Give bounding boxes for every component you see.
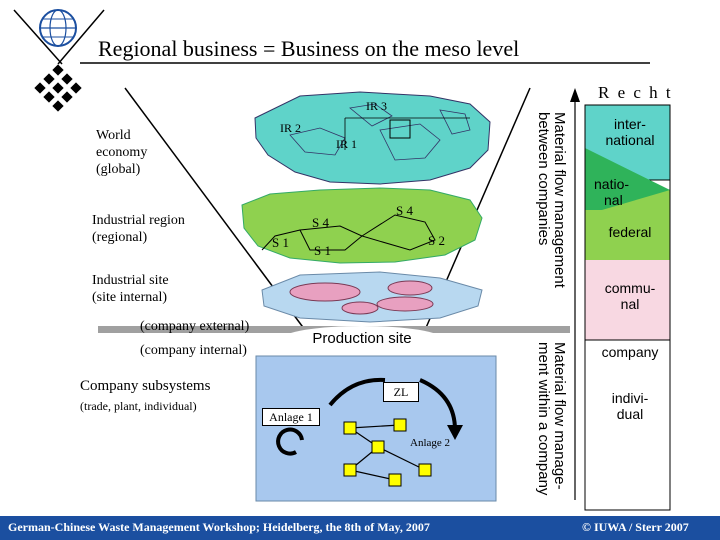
region-label-s2: S 2 [428,233,445,248]
production-site-label: Production site [282,326,442,352]
map-label-ir3: IR 3 [366,99,387,113]
vertical-text-within-company: Material flow manage- ment within a comp… [535,342,568,496]
footer-right-text: © IUWA / Sterr 2007 [582,520,689,534]
cycle-arrow-icon [276,427,304,456]
flow-arrow-right [419,378,457,431]
footer-bar [0,516,720,540]
level-national: natio- nal [594,176,630,208]
iuwa-logo [13,9,105,112]
footer-left-text: German-Chinese Waste Management Workshop… [8,520,430,534]
region-label-s1-left: S 1 [272,235,289,250]
anlage-1-box: Anlage 1 [262,408,320,426]
subsystem-nodes [343,418,432,487]
level-international: inter- national [605,116,655,148]
flow-arrow-left [328,377,386,407]
level-company: company [601,344,659,360]
region-label-s4-left: S 4 [312,215,329,230]
page-title: Regional business = Business on the meso… [98,36,520,61]
level-federal: federal [608,224,652,240]
industrial-region-shape [241,187,483,264]
world-map [254,91,491,185]
region-label-s4-right: S 4 [396,203,413,218]
company-external-label: (company external) [140,319,250,334]
level-individual: indivi- dual [611,390,649,422]
recht-label: R e c h t [598,83,673,102]
world-economy-label: World economy (global) [96,128,148,177]
company-internal-label: (company internal) [140,343,247,358]
map-label-ir1: IR 1 [336,137,357,151]
industrial-site-label: Industrial site (site internal) [92,273,169,305]
industrial-region-label: Industrial region (regional) [92,213,185,245]
zl-box: ZL [383,382,419,402]
map-label-ir2: IR 2 [280,121,301,135]
level-communal: commu- nal [604,280,656,312]
region-label-s1-center: S 1 [314,243,331,258]
anlage-2-label: Anlage 2 [410,437,451,449]
company-subsystems-detail: (trade, plant, individual) [80,399,197,413]
company-subsystems-label: Company subsystems [80,378,211,394]
vertical-text-between-companies: Material flow management between compani… [535,112,568,288]
